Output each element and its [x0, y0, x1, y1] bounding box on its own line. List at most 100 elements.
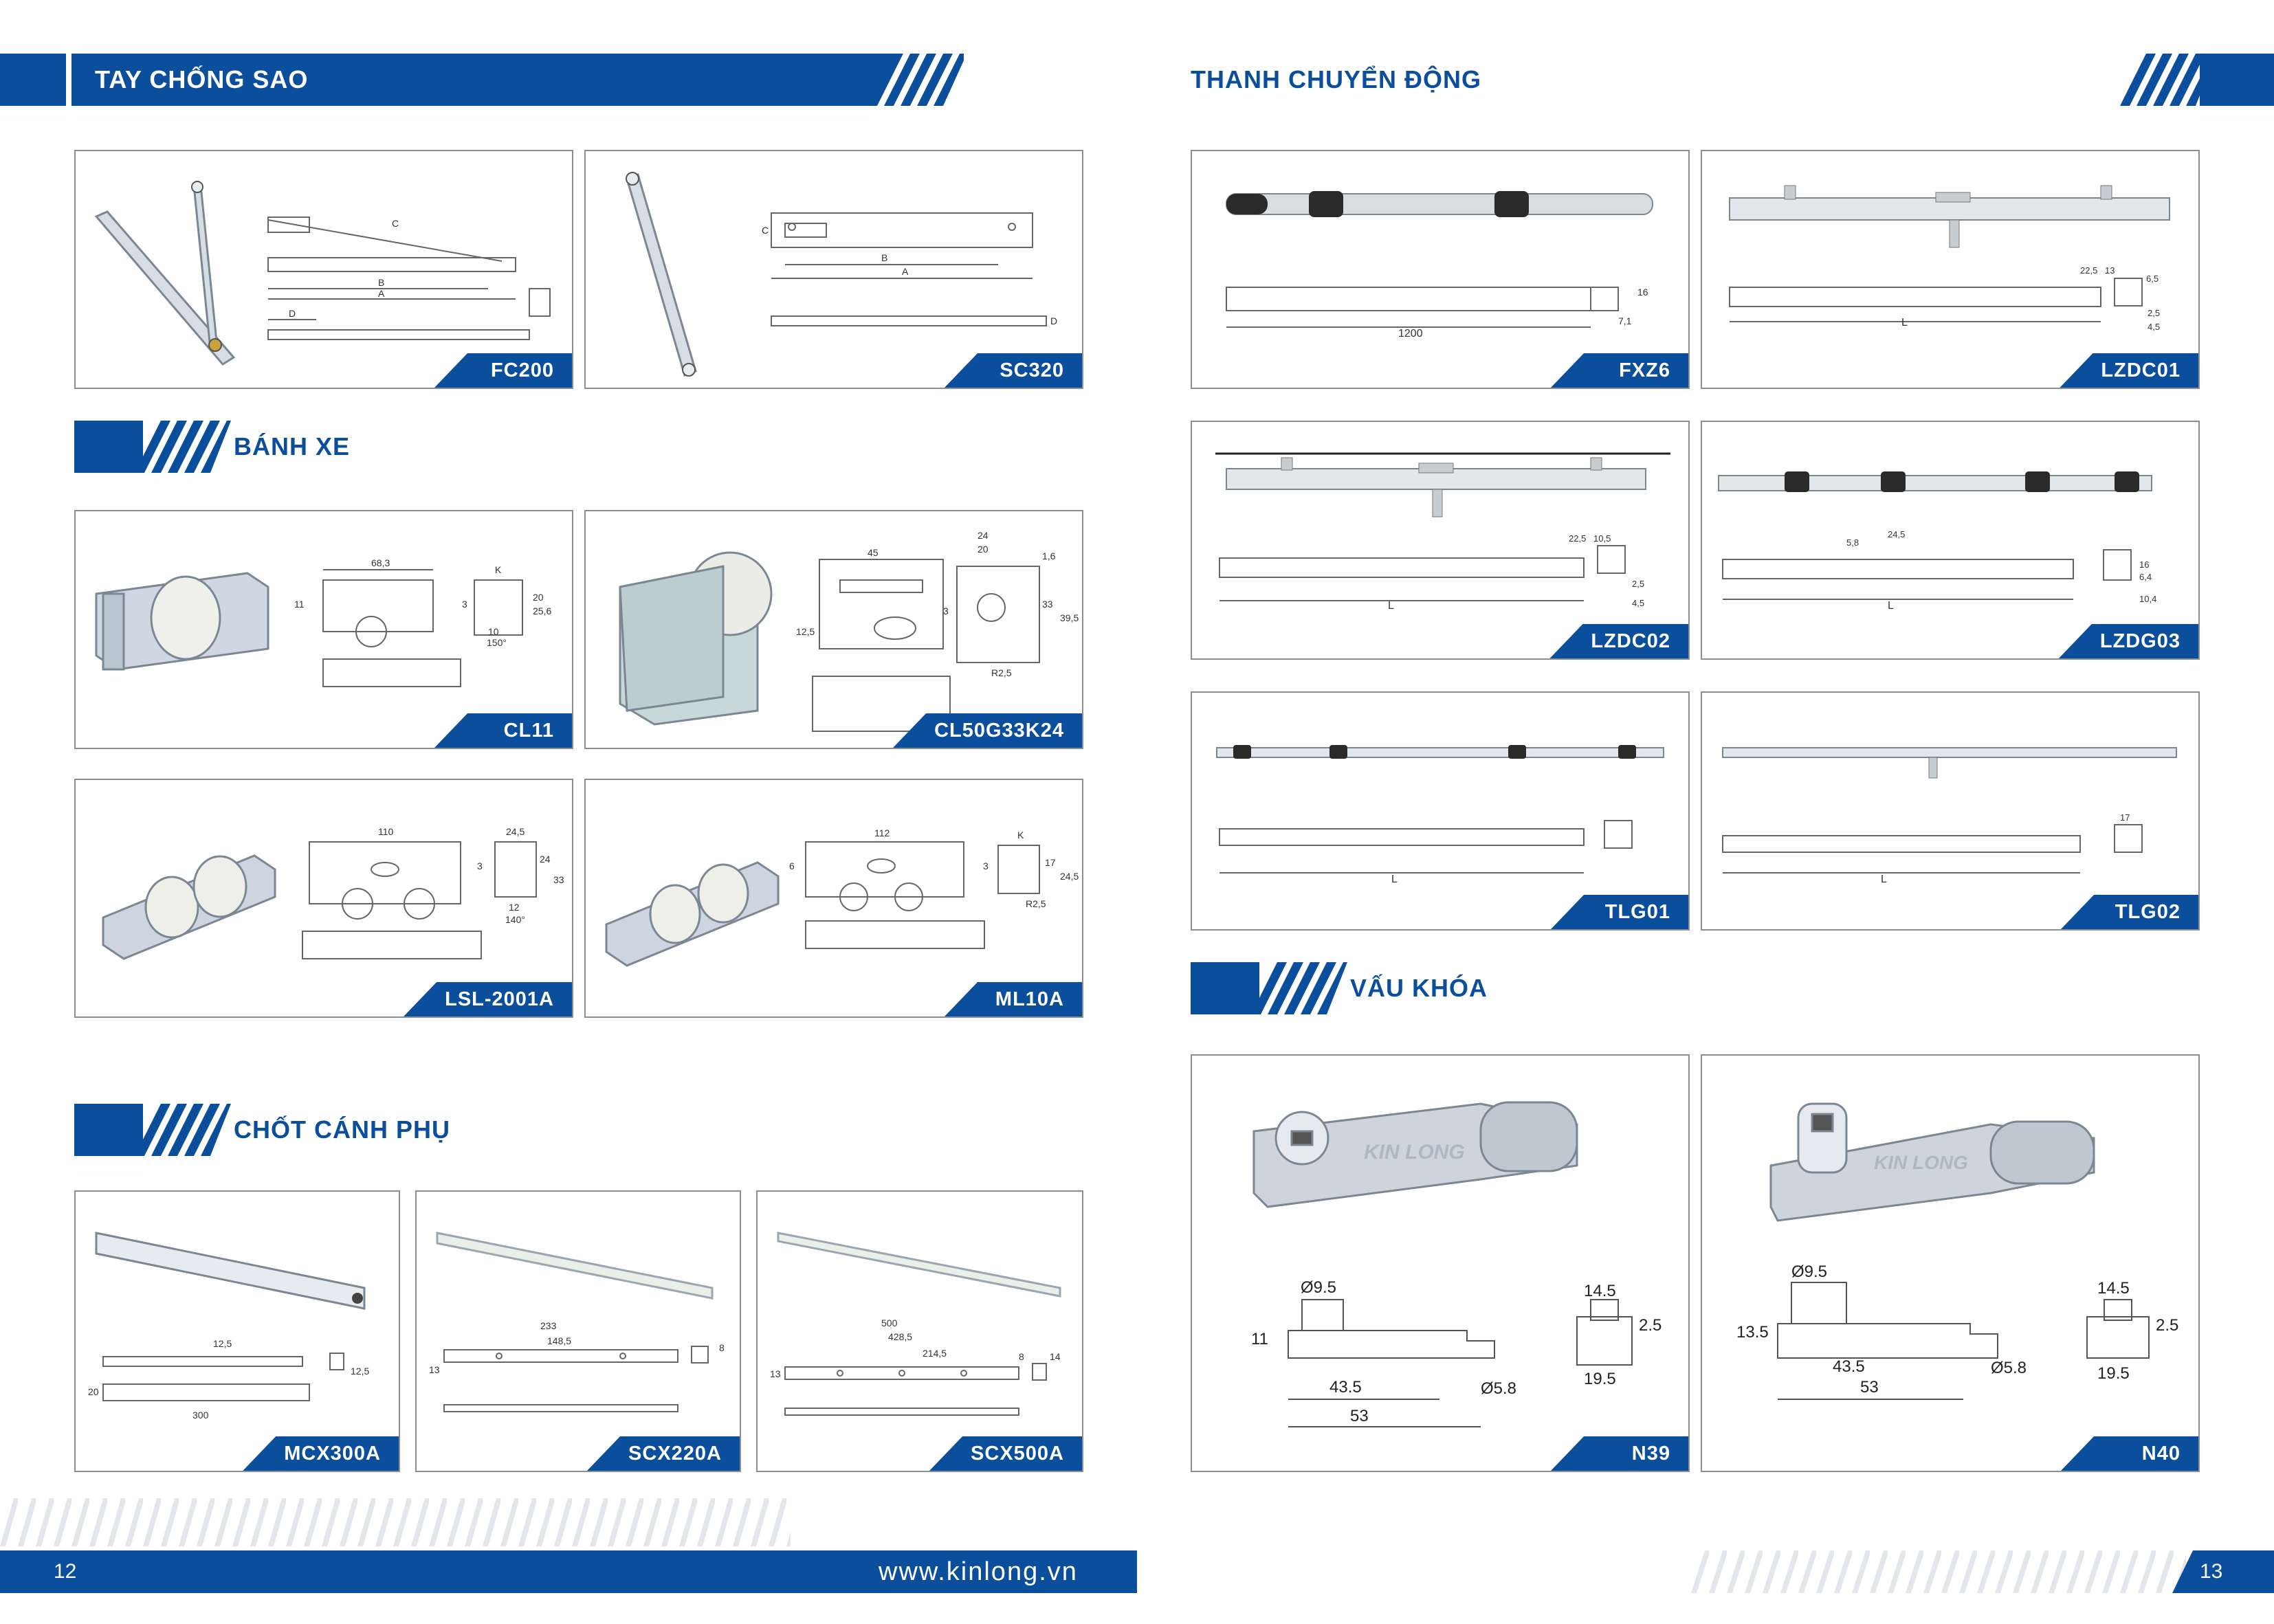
dim-label: 20 — [978, 544, 989, 555]
dim-label: 13 — [770, 1368, 781, 1379]
product-card-n40[interactable]: KIN LONG Ø9.5 13.5 43.5 53 Ø5.8 14.5 2.5… — [1701, 1054, 2200, 1472]
product-card-scx500a[interactable]: 500 428,5 214,5 13 8 14 SCX500A — [756, 1190, 1083, 1472]
dim-label: 233 — [540, 1320, 557, 1331]
product-image-scx500a: 500 428,5 214,5 13 8 14 — [770, 1232, 1061, 1416]
dim-label: 2.5 — [2156, 1316, 2178, 1335]
dim-label: 148,5 — [547, 1335, 571, 1346]
dim-label: 3 — [462, 599, 467, 610]
footer-stripes-icon — [0, 1498, 791, 1546]
dim-label: R2,5 — [991, 667, 1012, 678]
product-card-sc320[interactable]: B A C D SC320 — [584, 150, 1083, 389]
dim-label: 14.5 — [2097, 1279, 2130, 1298]
dim-label: 20 — [533, 592, 544, 603]
brand-stamp: KIN LONG — [1874, 1152, 1968, 1173]
section-title-vau-khoa: VẤU KHÓA — [1350, 974, 1488, 1002]
section-bar-vau-khoa — [1191, 962, 1259, 1014]
dim-label: Ø9.5 — [1791, 1263, 1827, 1281]
product-image-cl50g33k24: 45 24 20 1,6 33 39,5 12,5 R2,5 3 — [619, 530, 1079, 732]
stripes-icon — [135, 421, 231, 473]
section-bar-notch — [66, 54, 71, 106]
dim-label: 5,8 — [1846, 537, 1859, 548]
product-card-lzdc02[interactable]: L 22,5 10,5 2,5 4,5 LZDC02 — [1191, 421, 1690, 660]
dim-label: 25,6 — [533, 605, 551, 616]
dim-label: 10,4 — [2139, 594, 2156, 604]
dim-label: 10 — [488, 626, 499, 637]
product-card-fxz6[interactable]: 1200 16 7,1 FXZ6 — [1191, 150, 1690, 389]
product-image-cl11: 68,3 K 11 20 25,6 10 150° 3 — [95, 557, 551, 687]
dim-label: 13 — [429, 1364, 440, 1375]
dim-label: K — [495, 564, 502, 575]
dim-label: B — [378, 277, 384, 288]
product-image-fxz6: 1200 16 7,1 — [1226, 191, 1653, 340]
product-code-mcx300a: MCX300A — [243, 1436, 399, 1471]
product-card-n39[interactable]: KIN LONG Ø9.5 11 43.5 53 Ø5.8 14.5 2.5 1… — [1191, 1054, 1690, 1472]
dim-label: Ø5.8 — [1991, 1359, 2027, 1377]
section-title-tay-chong-sao: TAY CHỐNG SAO — [95, 65, 309, 93]
dim-label: 300 — [192, 1410, 209, 1421]
dim-label: 53 — [1860, 1378, 1879, 1397]
dim-label: 11 — [294, 599, 305, 610]
dim-label: 24,5 — [1888, 529, 1905, 540]
dim-label: 150° — [487, 637, 507, 648]
dim-label: 17 — [1045, 857, 1056, 868]
product-image-scx220a: 233 148,5 13 8 — [429, 1232, 725, 1412]
dim-label: 12,5 — [351, 1366, 369, 1377]
dim-label: L — [1388, 600, 1394, 612]
dim-label: Ø5.8 — [1481, 1379, 1516, 1398]
dim-label: 6,5 — [2146, 274, 2159, 284]
dim-label: 24 — [540, 854, 551, 865]
dim-label: 33 — [1042, 599, 1053, 610]
product-card-tlg01[interactable]: L TLG01 — [1191, 691, 1690, 931]
dim-label: 4,5 — [1632, 598, 1644, 608]
dim-label: 12,5 — [213, 1338, 232, 1349]
product-card-scx220a[interactable]: 233 148,5 13 8 SCX220A — [415, 1190, 741, 1472]
footer-bar-left — [0, 1550, 1137, 1593]
dim-label: 24,5 — [1060, 871, 1079, 882]
dim-label: 13.5 — [1736, 1323, 1769, 1342]
product-code-cl50g33k24: CL50G33K24 — [893, 713, 1082, 748]
website-link[interactable]: www.kinlong.vn — [879, 1557, 1078, 1586]
product-code-scx220a: SCX220A — [587, 1436, 740, 1471]
product-card-mcx300a[interactable]: 12,5 300 20 12,5 MCX300A — [74, 1190, 400, 1472]
dim-label: C — [392, 218, 399, 229]
dim-label: 2.5 — [1639, 1316, 1662, 1335]
product-card-tlg02[interactable]: L 17 TLG02 — [1701, 691, 2200, 931]
dim-label: 1,6 — [1042, 550, 1056, 561]
footer-bar-right — [2172, 1550, 2274, 1593]
dim-label: 11 — [1251, 1330, 1268, 1348]
dim-label: 8 — [719, 1342, 725, 1353]
dim-label: 16 — [2139, 559, 2149, 570]
product-card-lsl-2001a[interactable]: 110 24,5 24 33 12 140° 3 LSL-2001A — [74, 779, 573, 1018]
product-image-sc320: B A C D — [626, 172, 1057, 377]
product-card-lzdg03[interactable]: L 5,8 24,5 6,4 16 10,4 LZDG03 — [1701, 421, 2200, 660]
product-image-n40: KIN LONG Ø9.5 13.5 43.5 53 Ø5.8 14.5 2.5… — [1736, 1102, 2178, 1400]
dim-label: 45 — [868, 547, 879, 558]
product-card-ml10a[interactable]: 112 K 17 24,5 R2,5 3 6 ML10A — [584, 779, 1083, 1018]
dim-label: 12,5 — [796, 626, 815, 637]
section-title-banh-xe: BÁNH XE — [234, 432, 351, 460]
dim-label: 10,5 — [1593, 533, 1611, 544]
dim-label: 24,5 — [506, 826, 525, 837]
product-image-lzdc01: L 22,5 13 6,5 2,5 4,5 — [1729, 185, 2170, 332]
product-image-ml10a: 112 K 17 24,5 R2,5 3 6 — [605, 827, 1079, 967]
product-card-cl11[interactable]: 68,3 K 11 20 25,6 10 150° 3 CL11 — [74, 510, 573, 749]
dim-label: 13 — [2105, 265, 2115, 276]
section-bar-thanh-chuyen-dong — [2200, 54, 2274, 106]
dim-label: 14 — [1050, 1351, 1061, 1362]
dim-label: B — [881, 252, 887, 263]
dim-label: 33 — [553, 874, 564, 885]
dim-label: 39,5 — [1060, 612, 1079, 623]
product-image-n39: KIN LONG Ø9.5 11 43.5 53 Ø5.8 14.5 2.5 1… — [1251, 1101, 1662, 1427]
product-code-lzdc01: LZDC01 — [2060, 353, 2198, 388]
dim-label: 19.5 — [2097, 1364, 2130, 1383]
section-bar-chot-canh-phu — [74, 1104, 143, 1156]
dim-label: 2,5 — [1632, 579, 1644, 589]
dim-label: 500 — [881, 1317, 898, 1328]
dim-label: 3 — [983, 860, 989, 871]
stripes-icon — [135, 1104, 231, 1156]
product-card-lzdc01[interactable]: L 22,5 13 6,5 2,5 4,5 LZDC01 — [1701, 150, 2200, 389]
product-card-cl50g33k24[interactable]: 45 24 20 1,6 33 39,5 12,5 R2,5 3 CL50G33… — [584, 510, 1083, 749]
dim-label: Ø9.5 — [1301, 1278, 1336, 1297]
product-card-fc200[interactable]: B A C D FC200 — [74, 150, 573, 389]
product-image-tlg02: L 17 — [1722, 747, 2177, 885]
